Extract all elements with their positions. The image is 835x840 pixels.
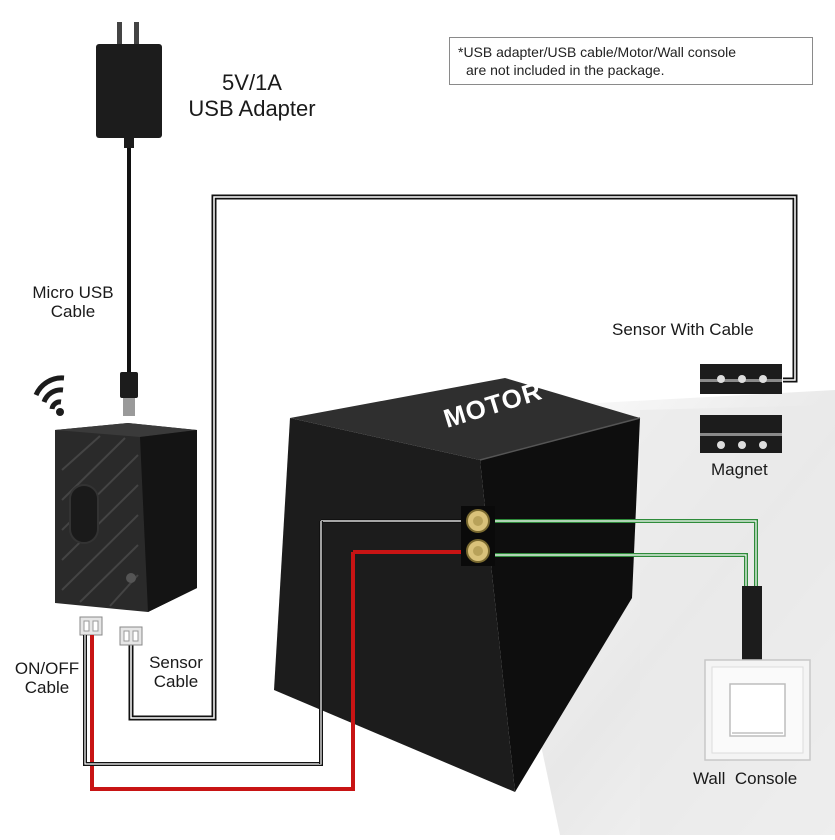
on-off-cable-label-line-2: Cable — [24, 678, 70, 697]
micro-usb-plug — [120, 372, 138, 416]
on-off-cable-label: ON/OFF Cable — [2, 659, 92, 697]
package-note: *USB adapter/USB cable/Motor/Wall consol… — [449, 37, 813, 85]
motor — [274, 378, 641, 792]
motor-terminal-block — [461, 506, 495, 566]
micro-usb-label-line-2: Cable — [50, 302, 96, 321]
garage-controller-device — [55, 423, 197, 612]
note-line-2: are not included in the package. — [466, 62, 665, 78]
sensor-connector — [119, 626, 143, 646]
on-off-connector — [79, 616, 103, 636]
sensor-cable-label-line-1: Sensor — [149, 653, 203, 672]
adapter-label-line-1: 5V/1A — [222, 70, 282, 95]
wifi-dot — [56, 408, 64, 416]
wall-console-cable-sleeve — [742, 586, 762, 664]
sensor-cable-label: Sensor Cable — [136, 653, 216, 691]
wifi-icon — [33, 375, 65, 410]
magnet-label: Magnet — [711, 460, 768, 479]
sensor-with-cable — [700, 364, 782, 394]
sensor-cable-label-line-2: Cable — [153, 672, 199, 691]
sensor-with-cable-label: Sensor With Cable — [612, 320, 754, 339]
adapter-label: 5V/1A USB Adapter — [176, 70, 328, 122]
sensor-cable-wire-highlight — [130, 196, 796, 719]
adapter-label-line-2: USB Adapter — [188, 96, 316, 121]
wall-console — [704, 659, 811, 761]
wall-console-label: Wall Console — [693, 769, 798, 788]
micro-usb-label: Micro USB Cable — [18, 283, 128, 321]
magnet — [700, 415, 782, 453]
green-wire-bottom-highlight — [495, 554, 747, 590]
green-wire-top-highlight — [495, 520, 757, 590]
on-off-cable-label-line-1: ON/OFF — [14, 659, 80, 678]
micro-usb-label-line-1: Micro USB — [32, 283, 114, 302]
note-line-1: *USB adapter/USB cable/Motor/Wall consol… — [458, 44, 737, 60]
power-plug-icon — [96, 22, 162, 148]
